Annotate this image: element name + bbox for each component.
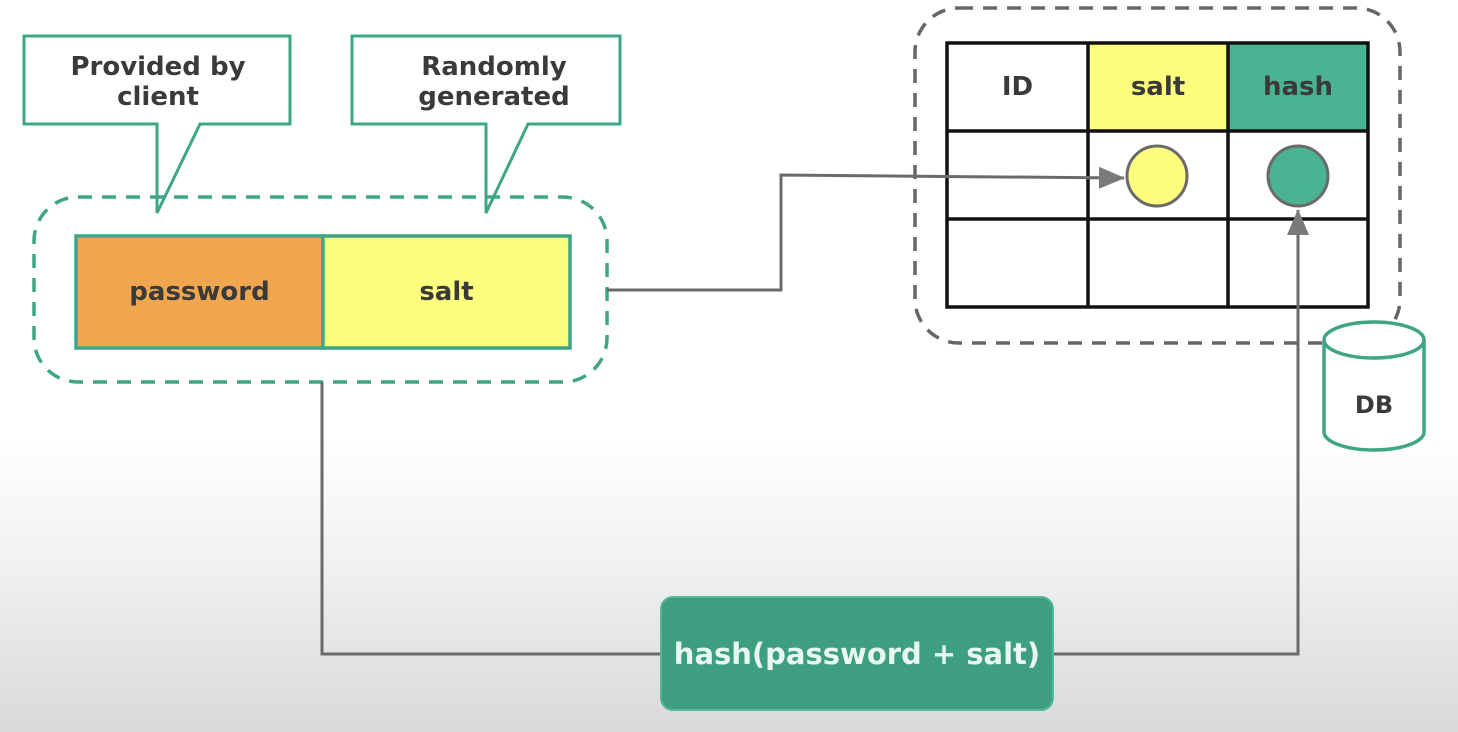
salt-value-circle [1125,144,1189,208]
header-hash-cell [1228,43,1368,131]
hash-value-circle [1266,144,1330,208]
hash-to-table-arrow [1052,209,1309,656]
input-to-hash-line [320,382,662,656]
db-cylinder-icon [1322,320,1426,452]
client-callout-bubble [22,34,292,214]
password-block [74,234,325,350]
salt-to-table-arrow [607,166,1125,292]
hash-function-box [660,596,1054,711]
random-callout-bubble [350,34,622,214]
header-salt-cell [1088,43,1228,131]
salt-block [321,234,572,350]
